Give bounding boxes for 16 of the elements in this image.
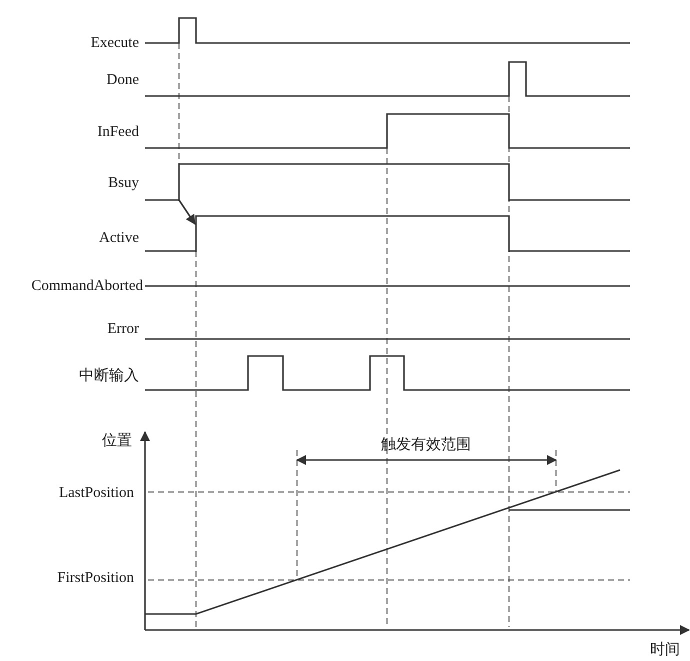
signal-label: Execute xyxy=(90,34,139,52)
signal-label: Bsuy xyxy=(108,174,139,192)
signal-label: 时间 xyxy=(650,642,680,658)
signal-label: FirstPosition xyxy=(57,570,134,586)
arrow xyxy=(178,200,196,225)
signal-label: Active xyxy=(99,230,139,246)
signal-label: LastPosition xyxy=(58,484,134,502)
signal-pulse xyxy=(195,215,510,252)
signal-label: CommandAborted xyxy=(31,278,143,294)
signal-label: Error xyxy=(107,320,139,338)
signal-label: 中断输入 xyxy=(79,368,139,384)
signal-label: 触发有效范围 xyxy=(381,436,471,454)
signal-pulse xyxy=(178,163,510,201)
signal-label: InFeed xyxy=(97,124,139,140)
signal-label: 位置 xyxy=(102,432,132,450)
signal-label: Done xyxy=(106,72,139,88)
